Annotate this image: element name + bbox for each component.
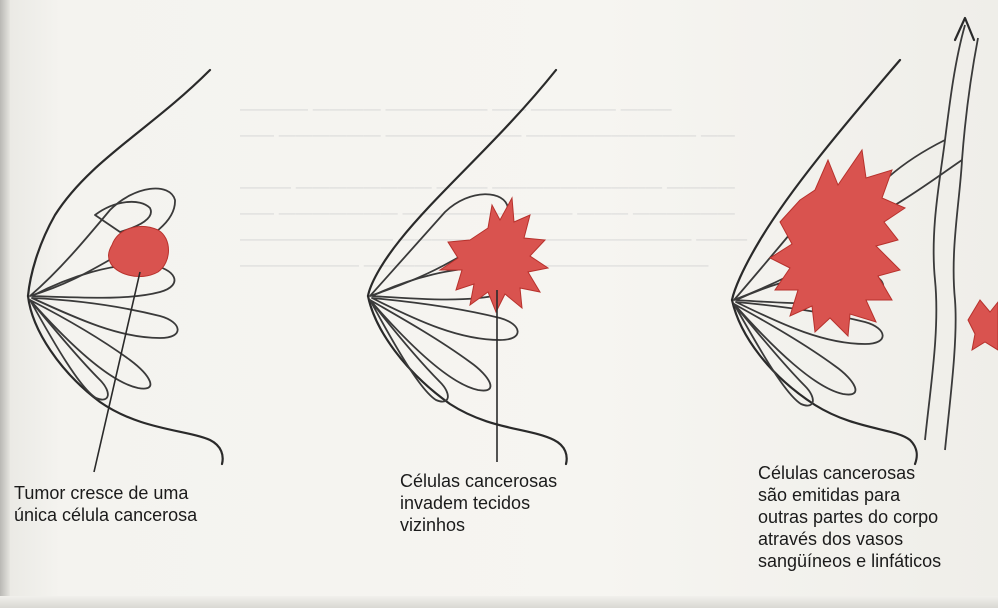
stage-2-caption-line-2: invadem tecidos (400, 492, 557, 514)
stage-2-caption: Células cancerosas invadem tecidos vizin… (400, 470, 557, 536)
stage-2-breast (368, 70, 567, 464)
stage-3-caption-line-3: outras partes do corpo (758, 506, 941, 528)
stage-2-caption-line-3: vizinhos (400, 514, 557, 536)
stage-2-tumor (440, 198, 548, 312)
stage-3-caption-line-1: Células cancerosas (758, 462, 941, 484)
stage-2-caption-line-1: Células cancerosas (400, 470, 557, 492)
stage-3-breast (732, 18, 998, 464)
stage-3-caption: Células cancerosas são emitidas para out… (758, 462, 941, 572)
stage-3-caption-line-4: através dos vasos (758, 528, 941, 550)
stage-3-caption-line-2: são emitidas para (758, 484, 941, 506)
stage-1-caption: Tumor cresce de uma única célula cancero… (14, 482, 197, 526)
stage-1-breast (28, 70, 223, 472)
stage-1-tumor (109, 226, 169, 276)
stage-3-metastasis (968, 300, 998, 350)
stage-1-caption-line-1: Tumor cresce de uma (14, 482, 197, 504)
stage-1-pointer (94, 272, 140, 472)
stage-1-caption-line-2: única célula cancerosa (14, 504, 197, 526)
stage-3-caption-line-5: sangüíneos e linfáticos (758, 550, 941, 572)
stage-3-vessels (880, 18, 978, 450)
